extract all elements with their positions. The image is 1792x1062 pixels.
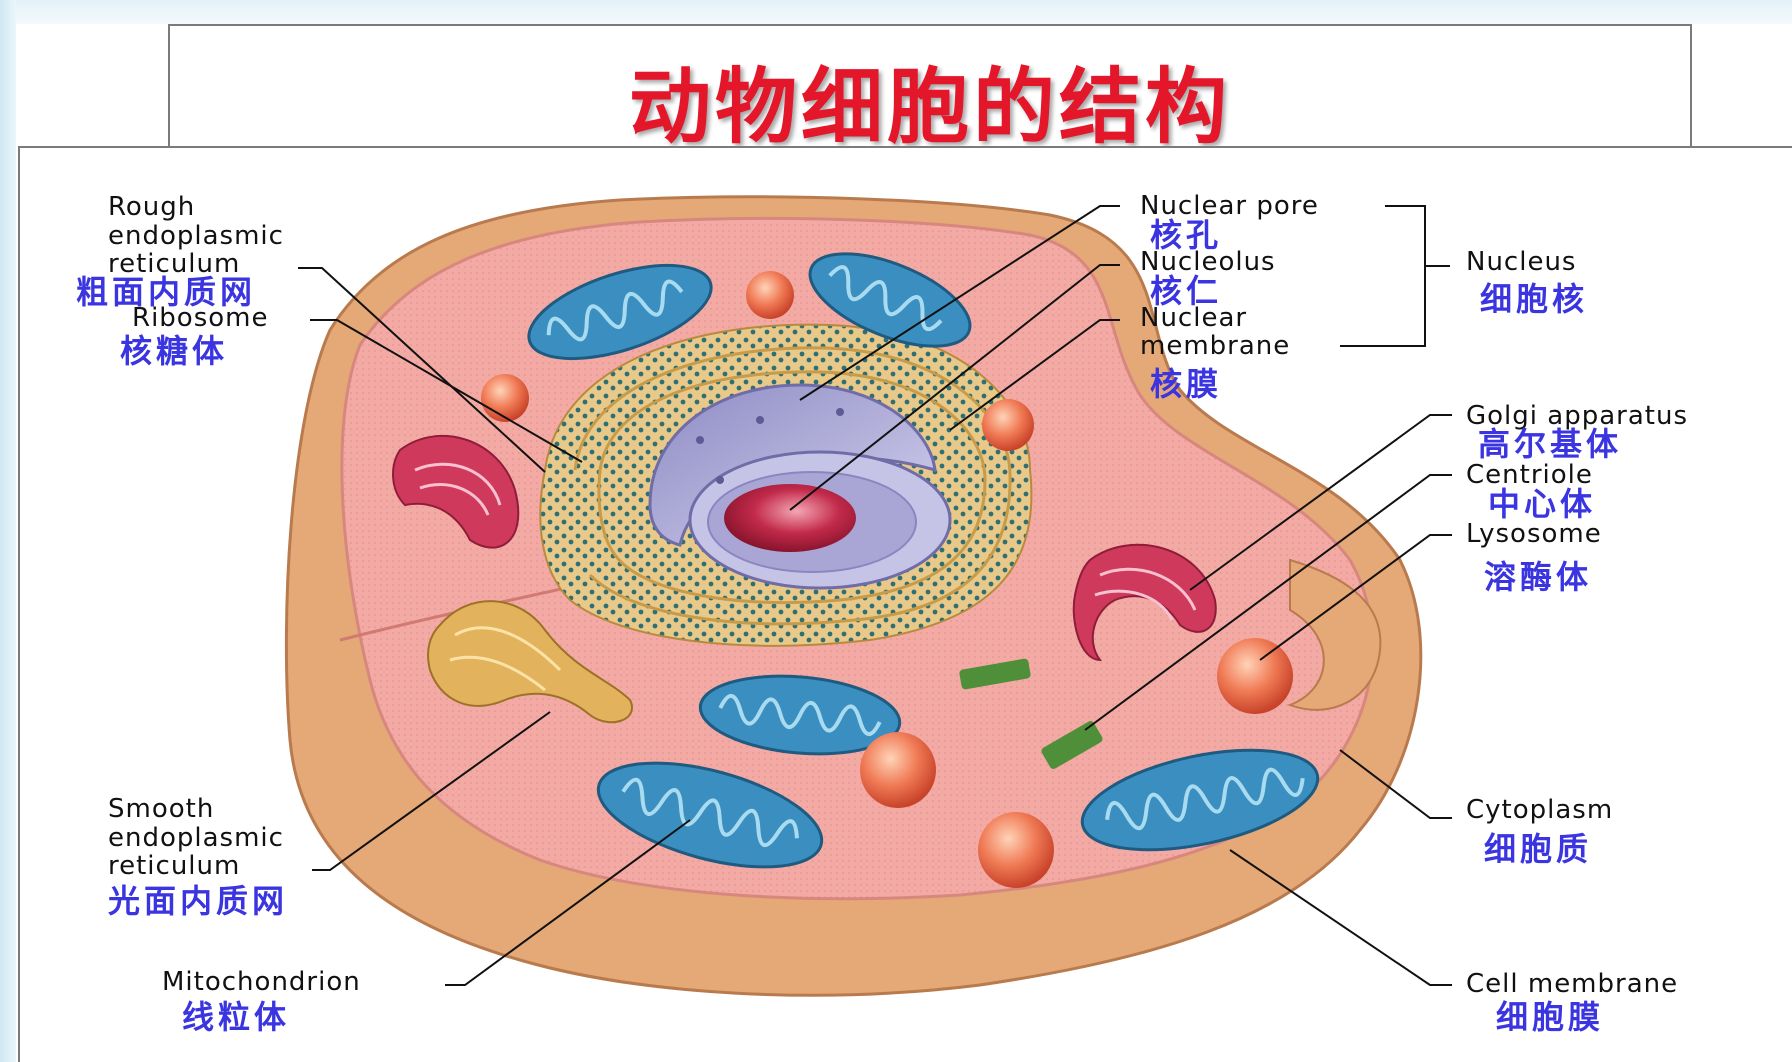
svg-text:细胞膜: 细胞膜: [1496, 998, 1604, 1036]
label-nucleus: Nucleus 细胞核: [1466, 247, 1588, 318]
svg-text:线粒体: 线粒体: [182, 998, 290, 1036]
svg-text:reticulum: reticulum: [108, 851, 240, 881]
svg-text:中心体: 中心体: [1488, 485, 1596, 523]
svg-text:Nucleus: Nucleus: [1466, 247, 1576, 277]
label-cytoplasm: Cytoplasm 细胞质: [1466, 795, 1613, 868]
svg-text:Rough: Rough: [108, 192, 195, 222]
svg-text:Lysosome: Lysosome: [1466, 519, 1602, 549]
label-ribosome: Ribosome 核糖体: [120, 303, 268, 370]
label-cell-membrane: Cell membrane 细胞膜: [1466, 969, 1678, 1036]
label-golgi: Golgi apparatus 高尔基体: [1466, 401, 1688, 463]
svg-text:endoplasmic: endoplasmic: [108, 823, 284, 853]
svg-text:Cell membrane: Cell membrane: [1466, 969, 1678, 999]
svg-text:endoplasmic: endoplasmic: [108, 221, 284, 251]
svg-text:Mitochondrion: Mitochondrion: [162, 967, 361, 997]
svg-text:Cytoplasm: Cytoplasm: [1466, 795, 1613, 825]
label-nucleolus: Nucleolus 核仁: [1140, 247, 1276, 310]
svg-text:Ribosome: Ribosome: [132, 303, 268, 333]
label-mitochondrion: Mitochondrion 线粒体: [162, 967, 361, 1036]
svg-text:membrane: membrane: [1140, 331, 1290, 361]
svg-text:溶酶体: 溶酶体: [1484, 558, 1592, 596]
label-lysosome: Lysosome 溶酶体: [1466, 519, 1602, 596]
nucleolus: [724, 484, 856, 552]
label-rough-er: Rough endoplasmic reticulum 粗面内质网: [76, 192, 284, 311]
label-centriole: Centriole 中心体: [1466, 460, 1596, 523]
label-nuclear-membrane: Nuclear membrane 核膜: [1140, 303, 1290, 403]
svg-text:Nuclear: Nuclear: [1140, 303, 1247, 333]
svg-text:Smooth: Smooth: [108, 794, 214, 824]
svg-text:核膜: 核膜: [1150, 365, 1222, 403]
label-nuclear-pore: Nuclear pore 核孔: [1140, 191, 1319, 254]
svg-text:核糖体: 核糖体: [120, 332, 228, 370]
svg-text:细胞质: 细胞质: [1484, 830, 1592, 868]
svg-text:细胞核: 细胞核: [1480, 280, 1588, 318]
svg-text:光面内质网: 光面内质网: [108, 882, 288, 920]
label-smooth-er: Smooth endoplasmic reticulum 光面内质网: [108, 794, 288, 920]
svg-text:高尔基体: 高尔基体: [1478, 425, 1622, 463]
